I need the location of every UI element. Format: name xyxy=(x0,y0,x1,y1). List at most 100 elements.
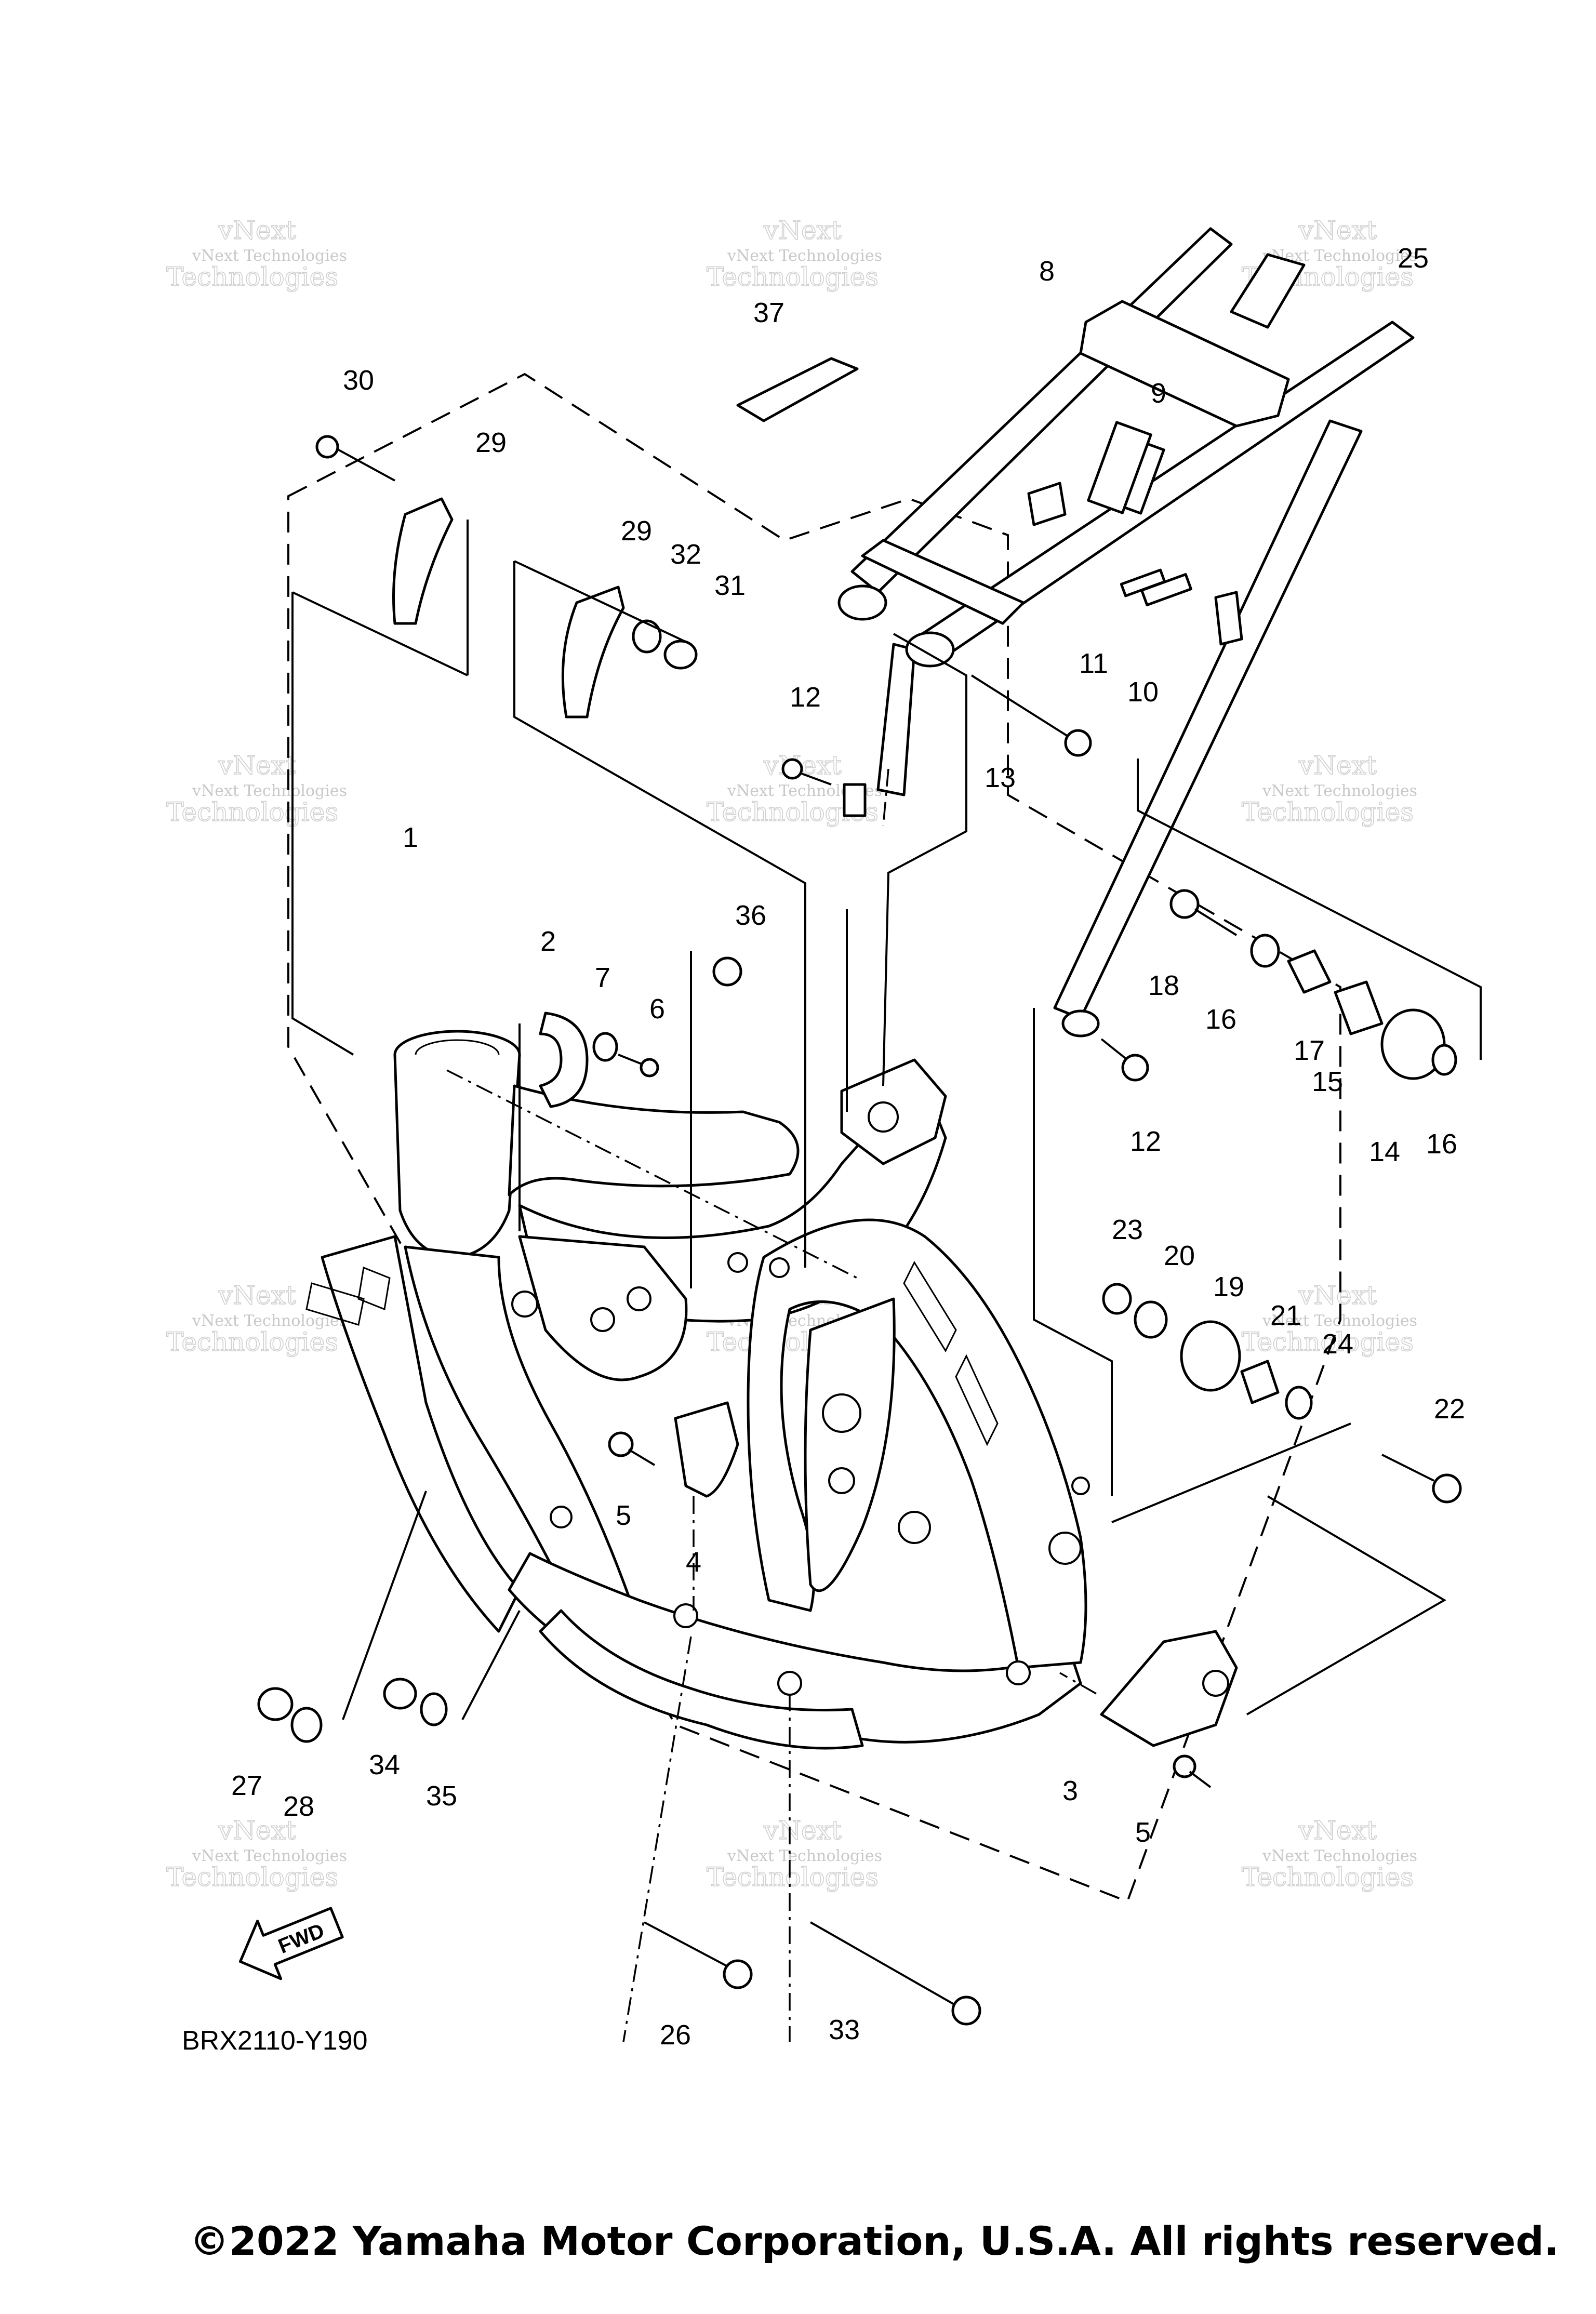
callout-22: 22 xyxy=(1434,1393,1465,1425)
reinforcement-plate xyxy=(804,1297,896,1592)
callout-34: 34 xyxy=(369,1749,400,1780)
svg-text:vNext: vNext xyxy=(763,1815,842,1845)
clamp-2 xyxy=(539,1012,589,1108)
callout-20: 20 xyxy=(1164,1240,1195,1271)
leader-lines xyxy=(291,520,1482,2042)
frame-cutout xyxy=(305,1282,365,1326)
watermark: vNext vNext Technologies Technologies xyxy=(1241,1280,1417,1358)
frame-cutout xyxy=(357,1266,391,1311)
callout-15: 15 xyxy=(1312,1066,1343,1097)
callout-16b: 16 xyxy=(1426,1128,1457,1160)
skid-guard xyxy=(539,1609,864,1750)
svg-text:vNext Technologies: vNext Technologies xyxy=(727,1847,882,1865)
svg-text:vNext Technologies: vNext Technologies xyxy=(727,247,882,265)
mount-hole xyxy=(727,1252,748,1273)
pad-9 xyxy=(1087,421,1152,514)
main-spar xyxy=(508,1084,800,1196)
bolt-26 xyxy=(644,1921,753,1989)
frame-cutout xyxy=(903,1260,957,1353)
callout-32: 32 xyxy=(670,539,701,570)
callout-24: 24 xyxy=(1322,1328,1353,1360)
callout-18: 18 xyxy=(1148,970,1179,1001)
callout-7: 7 xyxy=(595,962,610,993)
nut-31 xyxy=(663,640,698,670)
mount-hole xyxy=(1048,1532,1082,1565)
svg-text:vNext: vNext xyxy=(218,1815,296,1845)
fwd-arrow-icon: FWD xyxy=(238,1907,344,1980)
bolt-30 xyxy=(315,435,395,482)
subframe-lower-arm xyxy=(876,643,916,796)
svg-text:vNext Technologies: vNext Technologies xyxy=(192,1847,347,1865)
svg-text:vNext Technologies: vNext Technologies xyxy=(192,1312,347,1330)
swingarm-pivot-section xyxy=(747,1218,1087,1669)
callout-13: 13 xyxy=(985,762,1016,793)
callout-16a: 16 xyxy=(1205,1004,1236,1035)
callout-21: 21 xyxy=(1270,1300,1301,1331)
diagram-code: BRX2110-Y190 xyxy=(182,2026,368,2056)
subframe-down-strut xyxy=(1053,419,1363,1020)
subframe-tab xyxy=(1027,482,1067,526)
bolt-22 xyxy=(1381,1454,1462,1504)
engine-bracket-29-left xyxy=(392,497,454,625)
washer-16 xyxy=(1250,934,1280,968)
watermarks: vNext vNext Technologies Technologies vN… xyxy=(166,215,1417,1893)
bracket-25 xyxy=(1230,253,1306,329)
svg-text:vNext: vNext xyxy=(1298,1280,1377,1310)
svg-text:Technologies: Technologies xyxy=(166,262,338,292)
mount-hole xyxy=(898,1511,931,1544)
mount-hole xyxy=(1006,1660,1031,1685)
svg-text:vNext: vNext xyxy=(763,215,842,245)
svg-text:Technologies: Technologies xyxy=(166,1327,338,1357)
callout-6: 6 xyxy=(649,993,665,1025)
bolt-12-lower xyxy=(1100,1038,1149,1082)
svg-text:vNext: vNext xyxy=(1298,215,1377,245)
callout-5b: 5 xyxy=(1135,1817,1151,1848)
mount-hole xyxy=(769,1257,790,1278)
callout-2: 2 xyxy=(540,926,556,957)
callout-12b: 12 xyxy=(1130,1126,1161,1157)
svg-text:vNext: vNext xyxy=(1298,750,1377,780)
bolt-33 xyxy=(810,1921,981,2026)
watermark: vNext vNext Technologies Technologies xyxy=(166,750,347,828)
watermark: vNext vNext Technologies Technologies xyxy=(706,1815,882,1893)
mount-hole xyxy=(550,1506,573,1528)
svg-text:Technologies: Technologies xyxy=(166,1862,338,1892)
engine-bracket-29-right xyxy=(561,586,625,719)
bracket-37 xyxy=(736,357,859,422)
subframe-rear-bridge xyxy=(861,539,1025,625)
mount-hole xyxy=(1071,1477,1090,1495)
bolt-5-upper xyxy=(608,1431,656,1466)
svg-text:Technologies: Technologies xyxy=(707,1862,879,1892)
clamp-12 xyxy=(843,783,867,817)
svg-text:Technologies: Technologies xyxy=(707,262,879,292)
callout-10: 10 xyxy=(1127,676,1159,708)
subframe-mount-boss xyxy=(837,584,887,621)
svg-text:Technologies: Technologies xyxy=(1242,1862,1414,1892)
pad-11 xyxy=(1120,568,1166,597)
svg-text:vNext: vNext xyxy=(218,215,296,245)
plate-hole xyxy=(822,1393,861,1433)
small-parts xyxy=(257,253,1462,2026)
callout-19: 19 xyxy=(1213,1271,1244,1302)
mount-hole xyxy=(511,1291,538,1318)
callout-26: 26 xyxy=(660,2019,691,2051)
subframe-tab xyxy=(1214,591,1243,646)
watermark: vNext vNext Technologies Technologies xyxy=(1241,750,1417,828)
down-tube-front xyxy=(321,1235,521,1633)
washer-24 xyxy=(1285,1386,1313,1420)
washer-28 xyxy=(290,1707,323,1743)
callout-30: 30 xyxy=(343,365,374,396)
frame-envelope xyxy=(287,373,1341,1903)
main-frame xyxy=(305,1030,1090,1750)
callout-27: 27 xyxy=(231,1770,262,1801)
callout-37: 37 xyxy=(753,297,784,328)
plate-4 xyxy=(674,1401,739,1498)
nut-27 xyxy=(257,1687,294,1721)
callout-28: 28 xyxy=(283,1791,314,1822)
callout-1: 1 xyxy=(403,822,418,853)
copyright-notice: ©2022 Yamaha Motor Corporation, U.S.A. A… xyxy=(190,2218,1559,2264)
svg-text:vNext: vNext xyxy=(763,750,842,780)
svg-text:vNext Technologies: vNext Technologies xyxy=(1262,782,1417,800)
callout-labels: 30 29 29 32 31 37 8 25 9 11 10 12 13 1 3… xyxy=(231,243,1465,2051)
callout-17: 17 xyxy=(1294,1035,1325,1066)
